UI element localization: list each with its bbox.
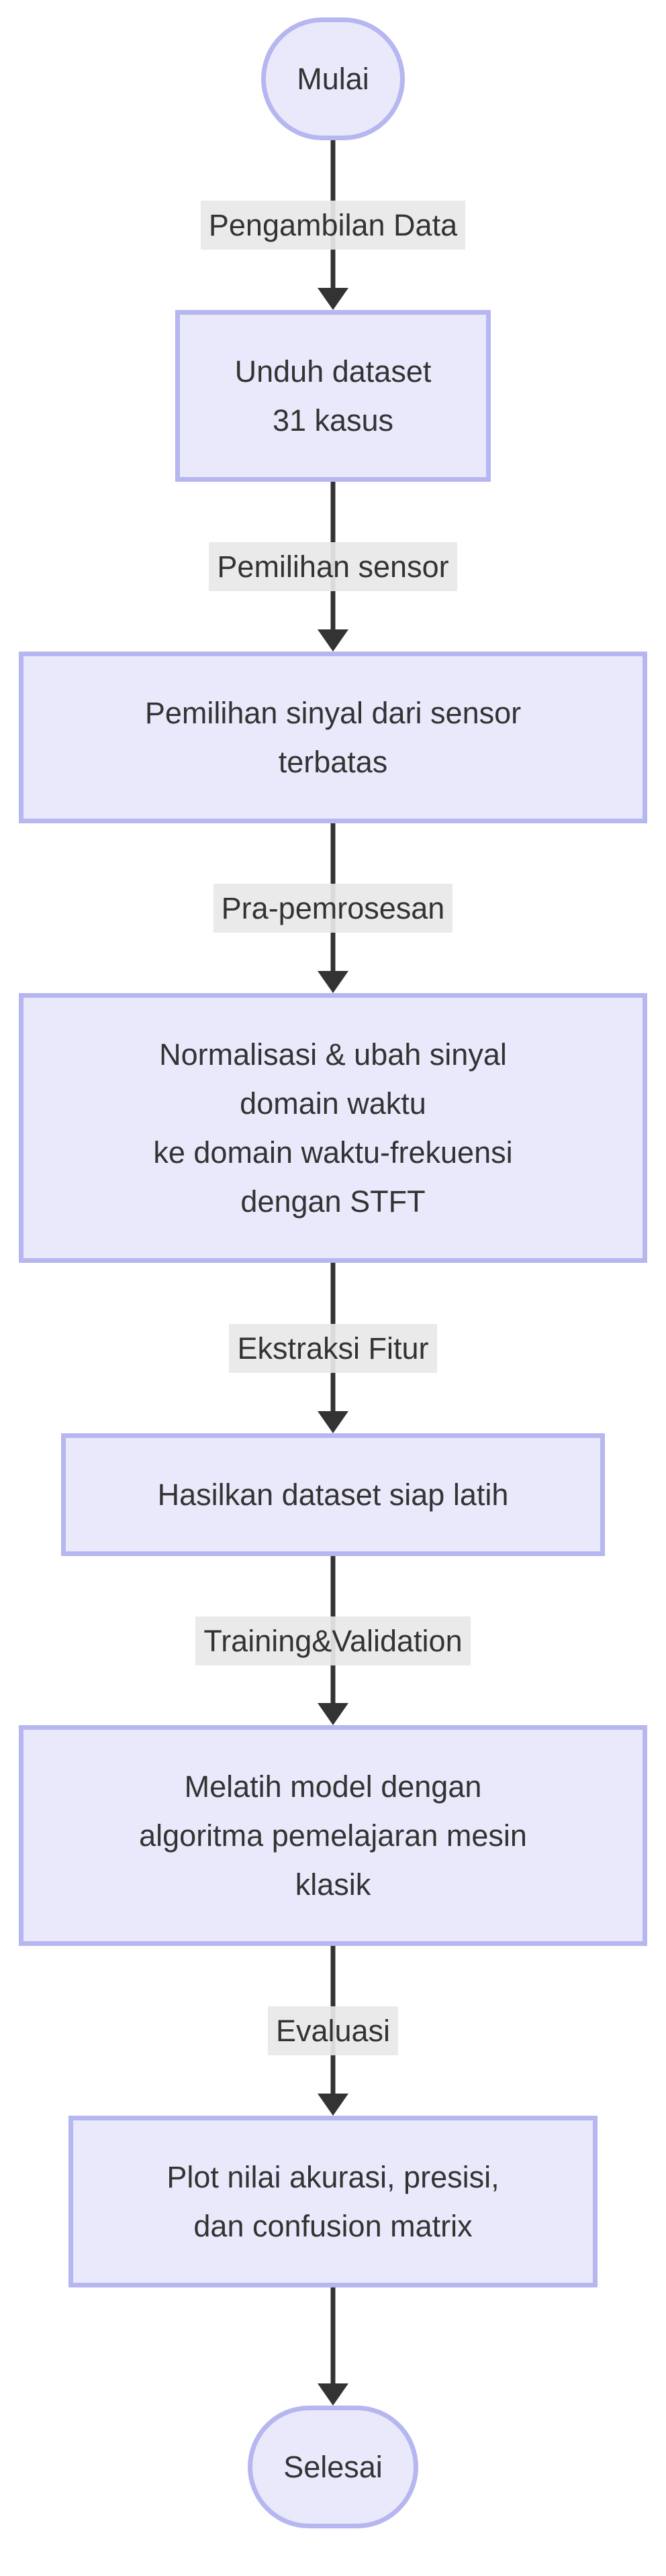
node-text-line: dengan STFT (240, 1184, 426, 1219)
node-start-label: Mulai (297, 62, 369, 96)
node-normalisasi-stft: Normalisasi & ubah sinyal domain waktu k… (19, 993, 647, 1263)
node-pemilihan-sinyal: Pemilihan sinyal dari sensor terbatas (19, 652, 647, 823)
node-hasilkan-dataset: Hasilkan dataset siap latih (61, 1433, 605, 1556)
edge-label: Pengambilan Data (200, 201, 466, 250)
edge-label: Training&Validation (195, 1616, 471, 1665)
node-text-line: 31 kasus (272, 403, 394, 437)
node-text-line: Normalisasi & ubah sinyal (159, 1037, 507, 1072)
node-melatih-model: Melatih model dengan algoritma pemelajar… (19, 1725, 647, 1946)
edge-pengambilan-data: Pengambilan Data (0, 140, 666, 310)
edge-label: Pra-pemrosesan (213, 884, 453, 933)
edge-pra-pemrosesan: Pra-pemrosesan (0, 823, 666, 993)
node-start: Mulai (261, 17, 405, 140)
node-end-label: Selesai (283, 2450, 383, 2484)
edge-label: Ekstraksi Fitur (229, 1323, 437, 1373)
node-text-line: algoritma pemelajaran mesin (139, 1818, 527, 1853)
edge-ekstraksi-fitur: Ekstraksi Fitur (0, 1263, 666, 1433)
node-text-line: klasik (295, 1867, 371, 1902)
node-end: Selesai (248, 2406, 418, 2528)
node-text-line: Hasilkan dataset siap latih (157, 1478, 509, 1512)
node-text-line: Melatih model dengan (184, 1769, 482, 1804)
edge-label: Pemilihan sensor (209, 542, 457, 591)
edge-training-validation: Training&Validation (0, 1556, 666, 1725)
edge-pemilihan-sensor: Pemilihan sensor (0, 482, 666, 652)
node-plot-hasil: Plot nilai akurasi, presisi, dan confusi… (68, 2116, 598, 2287)
node-text-line: ke domain waktu-frekuensi (153, 1135, 513, 1170)
node-text-line: Unduh dataset (234, 354, 432, 389)
edge-to-end (0, 2287, 666, 2406)
node-unduh-dataset: Unduh dataset 31 kasus (175, 310, 491, 482)
edge-label: Evaluasi (267, 2006, 399, 2055)
node-text-line: domain waktu (240, 1086, 426, 1121)
node-text-line: Pemilihan sinyal dari sensor (144, 696, 522, 730)
edge-evaluasi: Evaluasi (0, 1946, 666, 2116)
node-text-line: Plot nilai akurasi, presisi, (166, 2160, 500, 2194)
node-text-line: dan confusion matrix (193, 2209, 473, 2243)
node-text-line: terbatas (278, 745, 388, 779)
